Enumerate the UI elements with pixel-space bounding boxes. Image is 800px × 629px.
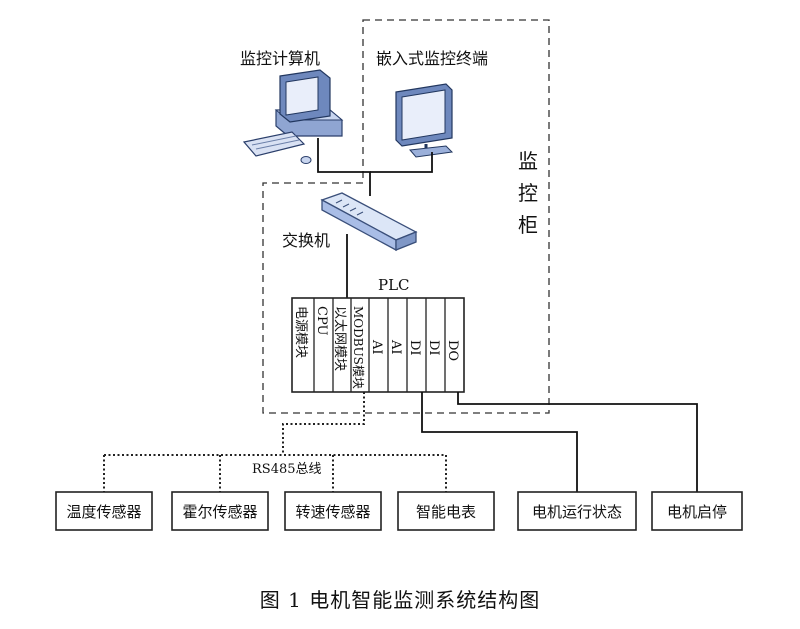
motor-status-label: 电机运行状态 (532, 503, 622, 521)
figure-caption: 图 1 电机智能监测系统结构图 (259, 588, 541, 612)
hall-sensor-box (171, 491, 269, 531)
di-to-motor-status-line (421, 392, 578, 492)
plc-module-ai-1: AI (369, 339, 384, 355)
switch-label: 交换机 (282, 231, 330, 250)
plc-module-power: 电源模块 (293, 306, 308, 358)
speed-sensor-label: 转速传感器 (295, 503, 370, 521)
monitor-pc-label: 监控计算机 (240, 49, 320, 68)
plc-module-dividers (313, 298, 446, 392)
plc-rack (291, 297, 465, 393)
plc-module-ethernet: 以太网模块 (332, 306, 347, 371)
smart-meter-box (397, 491, 495, 531)
temperature-sensor-box (55, 491, 153, 531)
rs485-bus-lines (103, 392, 447, 492)
speed-sensor-box (284, 491, 382, 531)
embedded-terminal-icon (395, 83, 454, 158)
rs485-bus-label: RS485总线 (252, 462, 322, 477)
monitor-computer-icon (242, 69, 344, 164)
do-to-motor-startstop-line (457, 392, 698, 492)
terminal-to-switch-line (370, 152, 433, 173)
plc-module-labels: 电源模块 CPU 以太网模块 MODBUS模块 AI AI DI DI DO (293, 306, 460, 389)
pc-to-switch-line (317, 138, 371, 196)
motor-startstop-label: 电机启停 (667, 503, 727, 521)
plc-label: PLC (378, 276, 410, 294)
network-switch-icon (320, 192, 418, 252)
plc-module-di-1: DI (407, 340, 422, 356)
cabinet-label-char-2: 控 (518, 181, 538, 205)
temperature-sensor-label: 温度传感器 (66, 503, 141, 521)
smart-meter-label: 智能电表 (416, 503, 476, 521)
cabinet-label-char-3: 柜 (518, 213, 538, 237)
cabinet-label-char-1: 监 (518, 149, 538, 173)
plc-module-ai-2: AI (388, 339, 403, 355)
motor-startstop-box (651, 491, 743, 531)
monitoring-cabinet-border (262, 19, 550, 414)
embedded-terminal-label: 嵌入式监控终端 (376, 49, 488, 68)
plc-module-cpu: CPU (314, 306, 329, 335)
motor-status-box (517, 491, 637, 531)
plc-module-di-2: DI (426, 340, 441, 356)
plc-module-modbus: MODBUS模块 (351, 306, 365, 389)
plc-module-do: DO (445, 340, 460, 361)
hall-sensor-label: 霍尔传感器 (182, 503, 257, 521)
